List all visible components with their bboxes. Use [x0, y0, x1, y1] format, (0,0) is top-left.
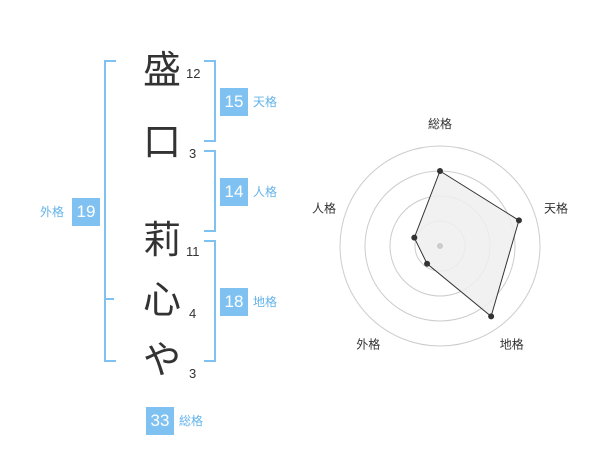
tenkaku-label: 天格 — [253, 95, 278, 109]
stroke-count-4: 4 — [189, 306, 197, 321]
stroke-count-3: 11 — [186, 244, 200, 259]
jinkaku-label: 人格 — [253, 185, 278, 199]
gaikaku-bracket-tick — [104, 298, 114, 300]
radar-point-3 — [488, 313, 495, 320]
radar-axis-label-1: 総格 — [428, 116, 452, 131]
name-char-4: 心 — [142, 278, 181, 322]
radar-axis-label-2: 天格 — [544, 200, 568, 215]
name-char-5: や — [142, 338, 181, 382]
radar-point-1 — [437, 168, 443, 174]
radar-axis-label-3: 地格 — [500, 337, 524, 352]
jinkaku-bracket — [204, 150, 216, 232]
stroke-count-5: 3 — [189, 366, 197, 381]
stroke-count-1: 12 — [186, 66, 201, 81]
tenkaku-bracket — [204, 60, 216, 142]
chikaku-value: 18 — [220, 288, 248, 316]
stroke-count-2: 3 — [189, 146, 197, 161]
name-char-3: 莉 — [142, 218, 181, 262]
radar-point-5 — [411, 234, 418, 241]
name-char-2: 口 — [142, 120, 181, 164]
radar-point-2 — [515, 217, 522, 224]
radar-center — [437, 243, 443, 249]
gaikaku-value: 19 — [72, 198, 100, 226]
gaikaku-bracket — [104, 60, 116, 362]
radar-axis-label-5: 人格 — [312, 200, 336, 215]
soukaku-value: 33 — [146, 407, 174, 435]
radar-polygon — [413, 170, 520, 318]
radar-ring — [339, 145, 541, 347]
chikaku-bracket — [204, 240, 216, 362]
gaikaku-label: 外格 — [40, 205, 65, 219]
name-char-1: 盛 — [142, 48, 181, 92]
soukaku-label: 総格 — [179, 414, 204, 428]
radar-axis-label-4: 外格 — [356, 337, 380, 352]
jinkaku-value: 14 — [220, 178, 248, 206]
chikaku-label: 地格 — [253, 295, 278, 309]
radar-point-4 — [424, 260, 431, 267]
tenkaku-value: 15 — [220, 88, 248, 116]
